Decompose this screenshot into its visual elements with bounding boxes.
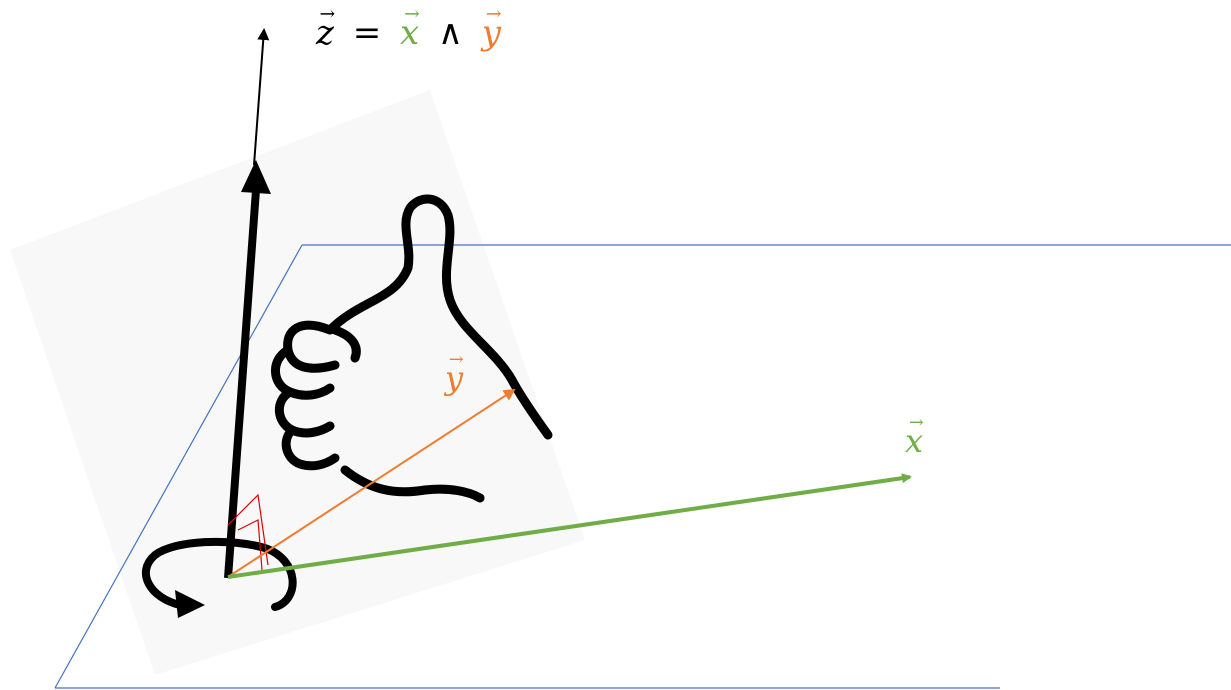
right-hand-thumb-up-icon [271,194,553,503]
x-label-text: x [905,425,923,457]
equation-y: y [482,16,501,50]
x-vector [227,473,912,579]
equation: z = x ∧ y [316,16,501,50]
y-label-text: y [445,362,463,394]
rotation-arrow-head [175,590,205,618]
x-label: x [905,425,923,457]
equation-x: x [400,16,419,50]
y-label: y [445,362,463,394]
equation-z: z [316,16,334,50]
rotation-arrow-icon [141,537,297,611]
z-axis-thick-shaft [224,189,260,579]
right-angle-marker [227,493,269,571]
z-vector [253,28,270,166]
y-vector [227,388,516,578]
equation-equals: = [352,13,382,53]
equation-wedge: ∧ [438,13,463,53]
plane [54,244,1231,689]
z-axis-thick-head [241,160,271,194]
hand-image-background [10,90,585,675]
